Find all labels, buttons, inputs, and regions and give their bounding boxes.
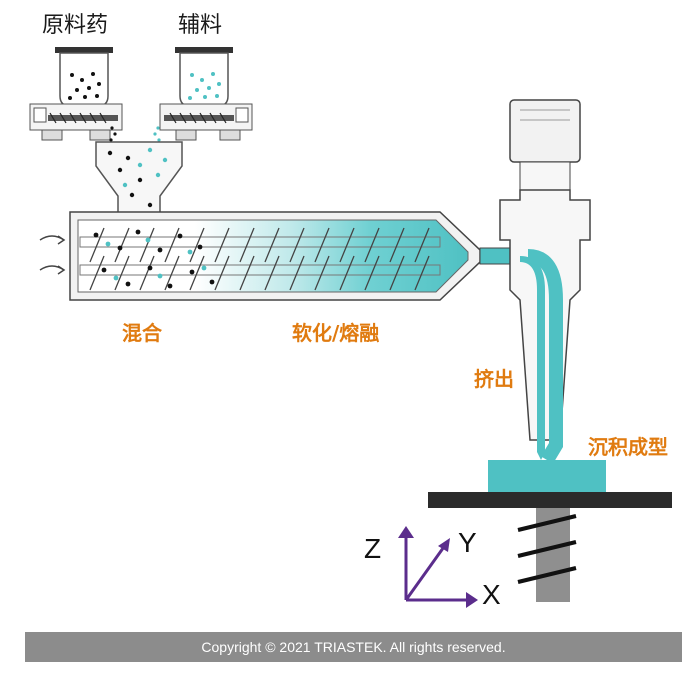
z-axis-label: Z xyxy=(364,533,381,564)
feed-funnel xyxy=(95,141,183,221)
deposition-label: 沉积成型 xyxy=(588,435,668,459)
softening-label: 软化/熔融 xyxy=(292,321,379,345)
extruder-barrel xyxy=(39,211,521,301)
print-head xyxy=(499,99,591,464)
mixing-label: 混合 xyxy=(122,321,163,345)
api-label: 原料药 xyxy=(42,13,108,38)
x-axis-label: X xyxy=(482,579,501,610)
y-axis-label: Y xyxy=(458,527,477,558)
extrusion-label: 挤出 xyxy=(474,367,514,391)
copyright-footer: Copyright © 2021 TRIASTEK. All rights re… xyxy=(25,632,682,662)
axes-triad xyxy=(398,526,478,608)
build-platform xyxy=(428,460,672,602)
excipient-feeder xyxy=(153,47,253,142)
api-feeder xyxy=(29,47,123,142)
excipient-label: 辅料 xyxy=(178,13,222,38)
